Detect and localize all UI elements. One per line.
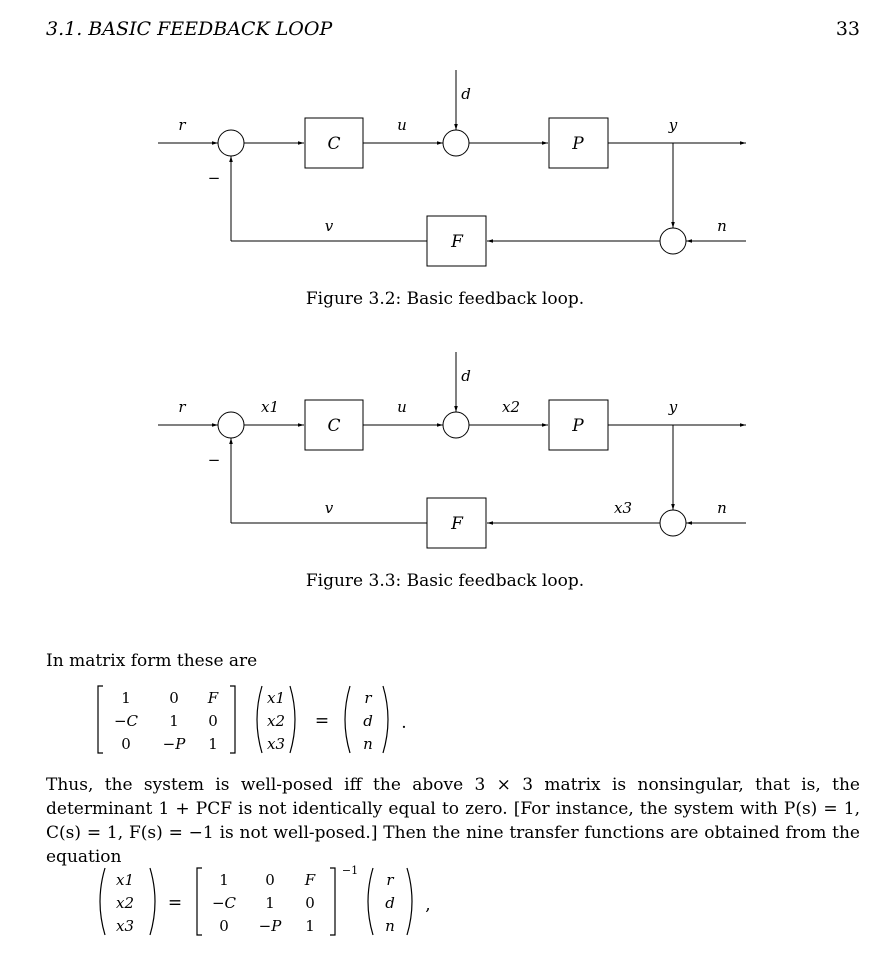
vec-rhs-cell: r — [364, 689, 372, 707]
figure-3-3-diagram: C P F r x1 u d x2 y v x3 n − — [158, 352, 746, 549]
m1-cell: −C — [114, 712, 139, 730]
paragraph: Thus, the system is well-posed iff the a… — [46, 775, 860, 867]
m2-cell: 0 — [305, 894, 315, 912]
m2-cell: 0 — [219, 917, 229, 935]
signal-v: v — [325, 217, 334, 235]
vec-rhs-cell: r — [386, 871, 394, 889]
block-p — [548, 117, 609, 169]
block-p — [548, 399, 609, 451]
figure-3-2-caption: Figure 3.2: Basic feedback loop. — [305, 289, 585, 309]
minus-sign: − — [208, 169, 221, 187]
minus-sign: − — [208, 451, 221, 469]
m2-cell: 0 — [265, 871, 275, 889]
summing-junction-3 — [659, 227, 687, 255]
label-f: F — [450, 514, 464, 534]
summing-junction-1 — [217, 129, 245, 157]
label-c: C — [327, 134, 340, 154]
vec-x-cell: x2 — [116, 894, 134, 912]
end-punct: , — [425, 895, 430, 915]
block-f — [426, 215, 487, 267]
vec-rhs-cell: n — [363, 735, 373, 753]
m1-cell: 0 — [169, 689, 179, 707]
signal-u: u — [397, 116, 407, 134]
equation-1: 1 0 F −C 1 0 0 −P 1 x1 x2 x3 = r d n . — [97, 685, 407, 754]
vec-x-cell: x3 — [267, 735, 285, 753]
signal-y: y — [668, 116, 678, 134]
label-p: P — [571, 134, 584, 154]
summing-junction-2 — [442, 129, 470, 157]
signal-r: r — [178, 116, 186, 134]
m2-cell: −P — [259, 917, 283, 935]
m1-cell: 1 — [208, 735, 218, 753]
m1-cell: 1 — [169, 712, 179, 730]
vec-x-cell: x1 — [267, 689, 285, 707]
signal-d: d — [461, 85, 471, 103]
equation-2: x1 x2 x3 = 1 0 F −C 1 0 0 −P 1 −1 r d n … — [99, 864, 431, 936]
m1-cell: 0 — [121, 735, 131, 753]
vec-rhs-cell: n — [385, 917, 395, 935]
vec-x-cell: x2 — [267, 712, 285, 730]
end-punct: . — [401, 713, 406, 733]
m1-cell: −P — [163, 735, 187, 753]
vec-x-cell: x1 — [116, 871, 134, 889]
vec-rhs-cell: d — [385, 894, 395, 912]
m1-cell: 0 — [208, 712, 218, 730]
running-header: 3.1. BASIC FEEDBACK LOOP — [46, 18, 333, 40]
vec-rhs-cell: d — [363, 712, 373, 730]
signal-x2: x2 — [502, 398, 520, 416]
signal-d: d — [461, 367, 471, 385]
block-c — [304, 399, 364, 451]
m2-cell: −C — [212, 894, 237, 912]
m2-cell: 1 — [219, 871, 229, 889]
signal-n: n — [717, 217, 727, 235]
m2-cell: 1 — [265, 894, 275, 912]
block-c — [304, 117, 364, 169]
summing-junction-2 — [442, 411, 470, 439]
intro-text: In matrix form these are — [46, 651, 258, 671]
summing-junction-1 — [217, 411, 245, 439]
m2-cell: F — [304, 871, 316, 889]
signal-y: y — [668, 398, 678, 416]
m2-cell: 1 — [305, 917, 315, 935]
signal-r: r — [178, 398, 186, 416]
signal-v: v — [325, 499, 334, 517]
signal-x3: x3 — [614, 499, 632, 517]
m1-cell: F — [207, 689, 219, 707]
page-number: 33 — [835, 18, 860, 40]
equals-sign: = — [168, 893, 182, 913]
label-c: C — [327, 416, 340, 436]
figure-3-3-caption: Figure 3.3: Basic feedback loop. — [305, 571, 585, 591]
equals-sign: = — [315, 711, 329, 731]
inverse-exponent: −1 — [342, 864, 358, 877]
label-f: F — [450, 232, 464, 252]
figure-3-2-diagram: C P F r u d y v n − — [158, 70, 746, 267]
vec-x-cell: x3 — [116, 917, 134, 935]
label-p: P — [571, 416, 584, 436]
signal-n: n — [717, 499, 727, 517]
summing-junction-3 — [659, 509, 687, 537]
signal-x1: x1 — [261, 398, 279, 416]
signal-u: u — [397, 398, 407, 416]
m1-cell: 1 — [121, 689, 131, 707]
